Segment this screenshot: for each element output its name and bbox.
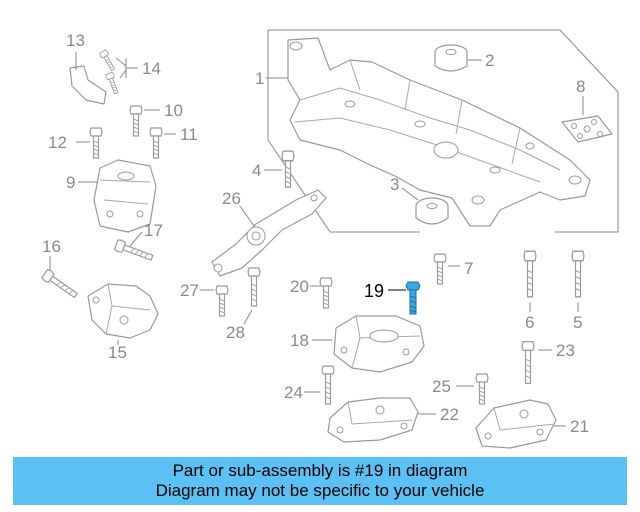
- callout-21[interactable]: 21: [570, 417, 589, 436]
- callout-13[interactable]: 13: [66, 31, 85, 50]
- torque-rod-26: [211, 189, 327, 277]
- bracket-13: [69, 65, 107, 105]
- bolt-4: [281, 150, 295, 188]
- callout-16[interactable]: 16: [42, 237, 61, 256]
- callout-14[interactable]: 14: [142, 59, 161, 78]
- bolt-12: [89, 127, 103, 159]
- callout-4[interactable]: 4: [252, 161, 261, 180]
- callout-23[interactable]: 23: [556, 341, 575, 360]
- callout-9[interactable]: 9: [66, 173, 75, 192]
- bolt-6: [523, 250, 537, 298]
- callout-19[interactable]: 19: [364, 281, 384, 301]
- banner-line-1: Part or sub-assembly is #19 in diagram: [172, 461, 468, 480]
- mount-18: [333, 315, 425, 373]
- callout-6[interactable]: 6: [525, 313, 534, 332]
- bushing-2: [434, 44, 468, 72]
- callout-15[interactable]: 15: [108, 343, 127, 362]
- bolt-25: [475, 373, 489, 405]
- bushing-3: [415, 197, 449, 225]
- parts-diagram: 1 2 3 8 13 14 10: [40, 29, 619, 449]
- bolt-11: [149, 127, 163, 159]
- bolt-7: [433, 253, 447, 285]
- bolt-19-highlighted[interactable]: [405, 281, 421, 315]
- bolt-23: [521, 340, 535, 385]
- callout-8[interactable]: 8: [576, 77, 585, 96]
- bolt-20: [319, 277, 333, 309]
- mount-15: [87, 283, 159, 339]
- callout-27[interactable]: 27: [180, 281, 199, 300]
- bolt-24: [321, 365, 335, 405]
- bolt-27: [215, 285, 229, 317]
- bracket-21: [475, 399, 557, 449]
- callout-18[interactable]: 18: [290, 331, 309, 350]
- callout-26[interactable]: 26: [222, 189, 241, 208]
- bolt-5: [571, 250, 585, 298]
- plate-8: [561, 115, 613, 143]
- callout-1[interactable]: 1: [255, 69, 264, 88]
- bolt-28: [247, 267, 261, 307]
- bracket-22: [327, 397, 419, 443]
- callout-25[interactable]: 25: [432, 377, 451, 396]
- callout-17[interactable]: 17: [144, 221, 163, 240]
- callout-2[interactable]: 2: [485, 51, 494, 70]
- callout-24[interactable]: 24: [284, 383, 303, 402]
- callout-7[interactable]: 7: [464, 259, 473, 278]
- bolt-16: [40, 268, 80, 302]
- callout-20[interactable]: 20: [290, 277, 309, 296]
- callout-3[interactable]: 3: [390, 175, 399, 194]
- bolt-10: [129, 105, 143, 137]
- subframe-assembly: [267, 29, 619, 233]
- mount-9: [93, 159, 157, 233]
- callout-28[interactable]: 28: [226, 323, 245, 342]
- banner-line-2: Diagram may not be specific to your vehi…: [155, 481, 485, 500]
- bolt-17: [113, 238, 155, 264]
- callout-10[interactable]: 10: [164, 101, 183, 120]
- callout-5[interactable]: 5: [573, 313, 582, 332]
- info-banner: Part or sub-assembly is #19 in diagram D…: [13, 457, 627, 505]
- bolts-14: [98, 49, 121, 95]
- callout-22[interactable]: 22: [440, 405, 459, 424]
- callout-12[interactable]: 12: [48, 133, 67, 152]
- callout-11[interactable]: 11: [180, 125, 198, 144]
